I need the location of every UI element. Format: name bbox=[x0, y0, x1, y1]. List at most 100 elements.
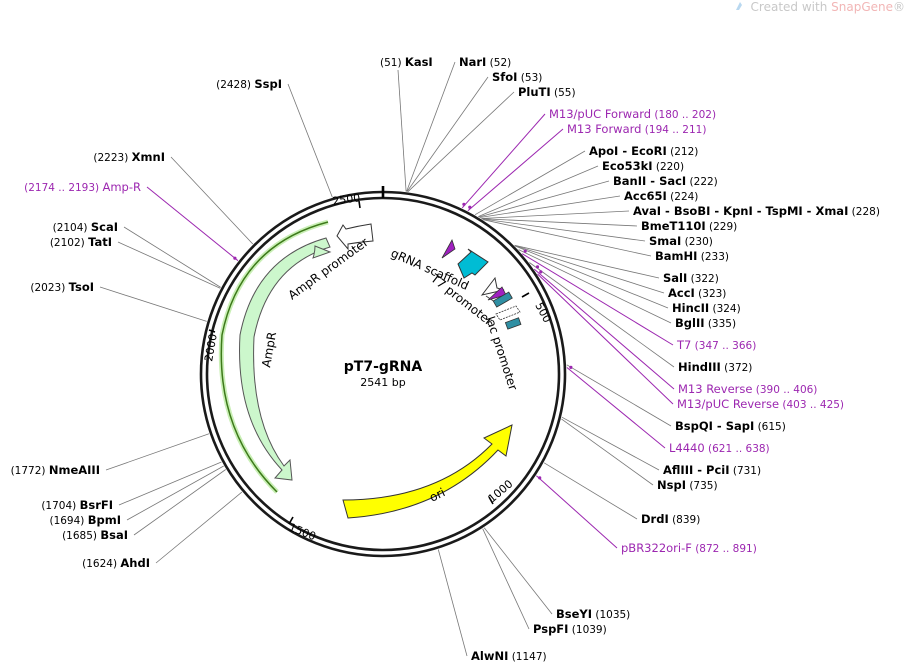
site-label-ahdi[interactable]: (1624) AhdI bbox=[82, 556, 150, 570]
lac-operator-box bbox=[492, 291, 513, 308]
leader-acc65i bbox=[479, 195, 621, 218]
ori-feature bbox=[342, 424, 513, 519]
leader-hindiii bbox=[529, 262, 675, 368]
ampr-promoter-feature bbox=[336, 223, 374, 251]
tick-500 bbox=[521, 292, 530, 298]
site-label-acc65i[interactable]: Acc65I (224) bbox=[624, 189, 698, 203]
site-labels: (51) KasI NarI (52)SfoI (53)PluTI (55) M13… bbox=[11, 55, 880, 663]
leader-afliii bbox=[561, 416, 660, 471]
site-label-nmeaiii[interactable]: (1772) NmeAIII bbox=[11, 463, 100, 477]
site-label-scai[interactable]: (2104) ScaI bbox=[53, 220, 118, 234]
leader-drdi bbox=[543, 462, 638, 520]
leader-scai bbox=[123, 226, 221, 288]
ampr-label: AmpR bbox=[259, 331, 279, 369]
snapgene-logo-icon bbox=[735, 2, 742, 10]
m13-primer-arrow bbox=[487, 286, 507, 301]
plasmid-name: pT7-gRNA bbox=[344, 359, 423, 375]
site-label-nari[interactable]: NarI (52) bbox=[459, 55, 511, 69]
primer-label-pbr322ori-f[interactable]: pBR322ori-F (872 .. 891) bbox=[621, 541, 757, 555]
site-label-bspqi[interactable]: BspQI - SapI (615) bbox=[675, 419, 786, 433]
leader-l4440 bbox=[566, 367, 666, 449]
primer-label-t7[interactable]: T7 (347 .. 366) bbox=[676, 338, 756, 352]
site-label-pluti[interactable]: PluTI (55) bbox=[518, 85, 576, 99]
primer-mark-m13-forward bbox=[468, 205, 472, 209]
site-label-hincii[interactable]: HincII (324) bbox=[672, 301, 741, 315]
site-label-bpmi[interactable]: (1694) BpmI bbox=[49, 513, 121, 527]
site-label-tsoi[interactable]: (2023) TsoI bbox=[30, 280, 94, 294]
tick-1000 bbox=[488, 496, 494, 505]
cap-site-box bbox=[504, 317, 522, 330]
site-label-bmet110i[interactable]: BmeT110I (229) bbox=[641, 219, 737, 233]
leader-bsrfi bbox=[118, 461, 222, 506]
site-label-pspfi[interactable]: PspFI (1039) bbox=[533, 622, 607, 636]
leader-kasi bbox=[397, 69, 407, 192]
site-label-apoi[interactable]: ApoI - EcoRI (212) bbox=[589, 144, 698, 158]
grna-purple-arrow bbox=[441, 239, 456, 259]
leader-pbr322ori-f bbox=[536, 475, 618, 549]
leader-m13-puc-forward bbox=[461, 113, 546, 209]
primer-mark-m13-puc-forward bbox=[462, 202, 466, 206]
leader-nmeaiii bbox=[105, 433, 210, 471]
leader-t7 bbox=[521, 253, 674, 346]
tick-label-2000: 2000 bbox=[202, 333, 220, 363]
leader-avai bbox=[481, 210, 630, 219]
site-label-bseyi[interactable]: BseYI (1035) bbox=[556, 607, 630, 621]
leader-m13-forward bbox=[467, 128, 564, 212]
site-label-hindiii[interactable]: HindIII (372) bbox=[678, 360, 752, 374]
leader-amp-r bbox=[146, 186, 239, 262]
site-label-drdi[interactable]: DrdI (839) bbox=[641, 512, 700, 526]
site-label-bsrfi[interactable]: (1704) BsrFI bbox=[41, 498, 113, 512]
site-label-alwni[interactable]: AlwNI (1147) bbox=[471, 649, 547, 663]
site-label-bglii[interactable]: BglII (335) bbox=[675, 316, 736, 330]
ampr-promoter-green-tip bbox=[312, 245, 332, 259]
site-label-bamhi[interactable]: BamHI (233) bbox=[655, 249, 729, 263]
leader-tati bbox=[117, 241, 221, 289]
ori-label: ori bbox=[427, 485, 447, 504]
leader-pspfi bbox=[482, 528, 530, 630]
leader-m13-reverse bbox=[533, 268, 675, 390]
site-label-tati[interactable]: (2102) TatI bbox=[50, 235, 112, 249]
tick-label-1500: 1500 bbox=[287, 521, 318, 544]
leader-sfoi bbox=[406, 76, 489, 192]
leader-nari bbox=[406, 61, 456, 192]
site-label-sali[interactable]: SalI (322) bbox=[663, 271, 719, 285]
leader-ahdi bbox=[155, 491, 243, 564]
site-label-eco53ki[interactable]: Eco53kI (220) bbox=[602, 159, 684, 173]
leader-pluti bbox=[407, 91, 515, 192]
leader-bseyi bbox=[483, 527, 553, 615]
primer-mark-l4440 bbox=[569, 365, 573, 369]
leader-alwni bbox=[437, 549, 468, 657]
site-label-sspi[interactable]: (2428) SspI bbox=[216, 77, 282, 91]
leader-sali bbox=[514, 244, 660, 279]
site-label-afliii[interactable]: AflIII - PciI (731) bbox=[663, 463, 761, 477]
leader-nspi bbox=[561, 418, 654, 486]
primer-label-amp-r[interactable]: (2174 .. 2193) Amp-R bbox=[24, 180, 141, 194]
site-label-kasi[interactable]: (51) KasI bbox=[380, 55, 433, 69]
primer-label-m13-reverse[interactable]: M13 Reverse (390 .. 406) bbox=[678, 382, 817, 396]
site-label-smai[interactable]: SmaI (230) bbox=[649, 234, 713, 248]
leader-bglii bbox=[518, 249, 672, 324]
site-label-acci[interactable]: AccI (323) bbox=[668, 286, 726, 300]
primer-mark-m13-reverse bbox=[535, 265, 540, 269]
site-label-bsai[interactable]: (1685) BsaI bbox=[62, 528, 128, 542]
site-label-sfoi[interactable]: SfoI (53) bbox=[492, 70, 542, 84]
primer-mark-pbr322ori-f bbox=[538, 476, 542, 480]
primer-label-l4440[interactable]: L4440 (621 .. 638) bbox=[669, 441, 770, 455]
site-label-avai[interactable]: AvaI - BsoBI - KpnI - TspMI - XmaI (228) bbox=[633, 204, 880, 218]
tick-2500 bbox=[358, 200, 361, 209]
leader-lines bbox=[99, 61, 675, 657]
scale-ticks bbox=[208, 200, 530, 525]
leader-xmni bbox=[170, 156, 254, 245]
leader-banii bbox=[478, 180, 610, 218]
leader-bsai bbox=[133, 469, 226, 536]
primer-mark-amp-r bbox=[233, 256, 237, 260]
site-label-nspi[interactable]: NspI (735) bbox=[657, 478, 718, 492]
site-label-banii[interactable]: BanII - SacI (222) bbox=[613, 174, 718, 188]
leader-m13-puc-reverse bbox=[537, 273, 674, 405]
primer-label-m13-forward[interactable]: M13 Forward (194 .. 211) bbox=[567, 122, 706, 136]
primer-label-m13-puc-forward[interactable]: M13/pUC Forward (180 .. 202) bbox=[549, 107, 716, 121]
ampr-feature bbox=[239, 237, 331, 481]
primer-label-m13-puc-reverse[interactable]: M13/pUC Reverse (403 .. 425) bbox=[677, 397, 844, 411]
grna-scaffold-feature bbox=[457, 248, 489, 279]
site-label-xmni[interactable]: (2223) XmnI bbox=[93, 150, 165, 164]
